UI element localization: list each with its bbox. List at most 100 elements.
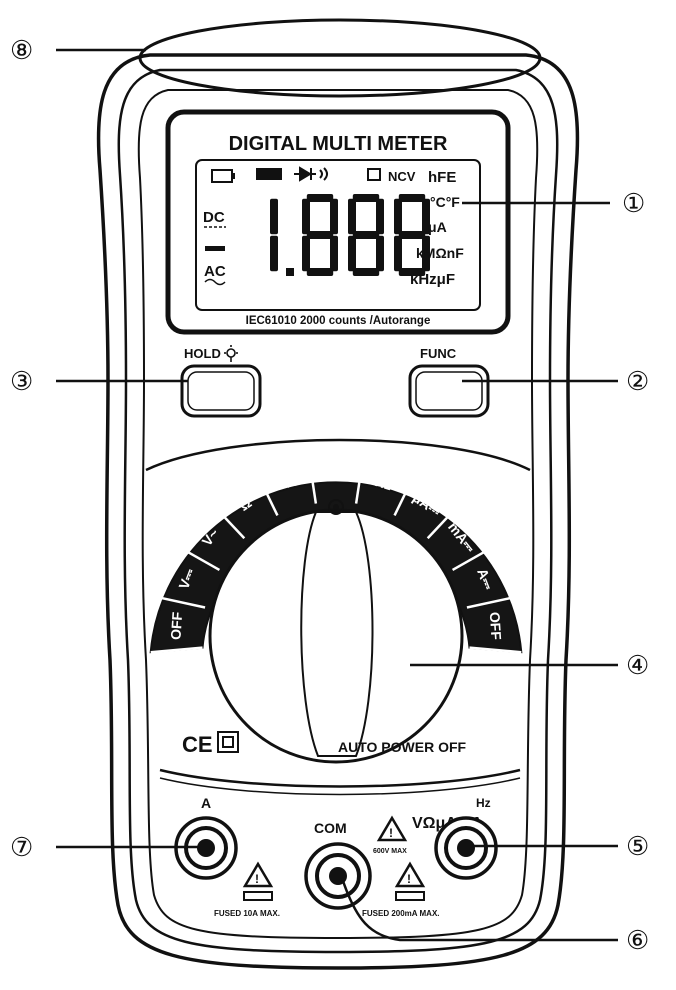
hold-button[interactable] (180, 364, 262, 418)
svg-text:!: ! (255, 872, 259, 886)
lcd-segment-f (394, 198, 402, 235)
lcd-segment-f (302, 198, 310, 235)
lcd-segment-c (270, 235, 278, 272)
ce-mark: CE (182, 732, 213, 757)
dial-separator (451, 543, 499, 572)
jack-com[interactable] (304, 842, 372, 910)
meter-title: DIGITAL MULTI METER (229, 133, 448, 155)
lcd-ncv-indicator: NCV (388, 169, 416, 184)
lcd-segment-a (398, 194, 426, 202)
lcd-segment-b (330, 198, 338, 235)
dial-separator (426, 499, 465, 540)
lcd-segment-d (352, 268, 380, 276)
jack-hz-label: Hz (476, 796, 491, 810)
dial-separator (150, 646, 203, 654)
lcd-minus-sign (205, 246, 225, 251)
lcd-segment-e (348, 235, 356, 272)
lcd-panel: DIGITAL MULTI METER NCV hFE DC AC °C°F μ… (165, 109, 511, 335)
backlight-icon (224, 345, 238, 362)
lcd-segment-c (376, 235, 384, 272)
func-button-label: FUNC (420, 346, 457, 361)
lcd-segment-c (330, 235, 338, 272)
callout-2: ② (626, 367, 649, 397)
callouts (56, 48, 618, 942)
svg-text:!: ! (389, 826, 393, 840)
dial-separator (354, 451, 366, 504)
lcd-unit-resistance: kMΩnF (416, 245, 464, 261)
lcd-decimal-point (286, 268, 294, 276)
callout-1: ① (622, 189, 645, 219)
top-holster-rim (138, 18, 542, 98)
max-voltage-label: 600V MAX (373, 848, 407, 855)
lcd-segment-b (270, 198, 278, 235)
jack-panel: A COM ! 600V MAX VΩμAmA Hz ! (159, 768, 521, 918)
dial-separator (466, 595, 519, 609)
rotary-dial-knob[interactable] (208, 508, 464, 764)
hold-indicator-icon (367, 168, 381, 181)
callout-4: ④ (626, 651, 649, 681)
jack-v[interactable] (434, 816, 498, 880)
hold-button-label: HOLD (184, 346, 221, 361)
dial-separator (469, 646, 522, 654)
warning-icon-left: ! (242, 861, 274, 901)
dial-position-1[interactable]: V⎓ (175, 566, 198, 592)
lcd-segment-g (398, 231, 426, 239)
meter-body (96, 53, 580, 970)
dial-position-10[interactable]: OFF (487, 611, 505, 640)
fuse-right-label: FUSED 200mA MAX. (362, 909, 440, 918)
dial-separator (306, 451, 318, 504)
lcd-segment-c (422, 235, 430, 272)
callout-7: ⑦ (10, 833, 33, 863)
callout-6: ⑥ (626, 926, 649, 956)
lcd-segment-a (306, 194, 334, 202)
dial-position-4[interactable]: →⦁ (276, 472, 301, 494)
lcd-segment-f (348, 198, 356, 235)
lcd-segment-a (352, 194, 380, 202)
lcd-hfe-indicator: hFE (428, 169, 456, 186)
lcd-unit-frequency: kHzμF (410, 271, 455, 288)
lcd-ac-indicator: AC (204, 263, 226, 280)
lcd-segment-b (422, 198, 430, 235)
jack-a-label: A (201, 795, 211, 811)
lcd-unit-current: μA (428, 219, 447, 235)
dial-separator (173, 543, 221, 572)
lcd-segment-d (398, 268, 426, 276)
callout-line-6 (340, 877, 618, 942)
lcd-segment-d (306, 268, 334, 276)
lcd-footer: IEC61010 2000 counts /Autorange (246, 315, 431, 327)
dial-position-0[interactable]: OFF (167, 611, 185, 640)
dial-position-6[interactable]: Hz (373, 473, 394, 493)
callout-3: ③ (10, 367, 33, 397)
func-button[interactable] (408, 364, 490, 418)
jack-a[interactable] (174, 816, 238, 880)
dial-position-9[interactable]: A⎓ (474, 566, 497, 592)
lcd-segment-b (376, 198, 384, 235)
dial-separator (153, 595, 206, 609)
func-button-group: FUNC (408, 346, 490, 418)
lcd-dc-indicator: DC (203, 209, 225, 226)
dial-separator (207, 499, 246, 540)
lcd-unit-temperature: °C°F (430, 194, 460, 210)
auto-power-off-label: AUTO POWER OFF (338, 739, 467, 755)
lcd-block-indicator (256, 168, 282, 180)
diode-continuity-icon (294, 166, 328, 182)
double-insulation-icon (217, 731, 239, 753)
lcd-digits (270, 194, 430, 276)
hold-button-group: HOLD (180, 345, 262, 418)
fuse-left-label: FUSED 10A MAX. (214, 909, 280, 918)
dial-pointer-icon (328, 499, 344, 515)
lcd-segment-g (352, 231, 380, 239)
dial-position-5[interactable]: NCV (321, 468, 351, 484)
dial-separator (253, 468, 279, 517)
jack-com-label: COM (314, 820, 347, 836)
lcd-segment-e (302, 235, 310, 272)
dial-grip-ridge (300, 511, 374, 757)
lcd-segment-e (394, 235, 402, 272)
svg-text:!: ! (407, 872, 411, 886)
dial-separator (393, 468, 419, 517)
callout-5: ⑤ (626, 832, 649, 862)
warning-icon (376, 815, 408, 842)
lcd-segment-g (306, 231, 334, 239)
